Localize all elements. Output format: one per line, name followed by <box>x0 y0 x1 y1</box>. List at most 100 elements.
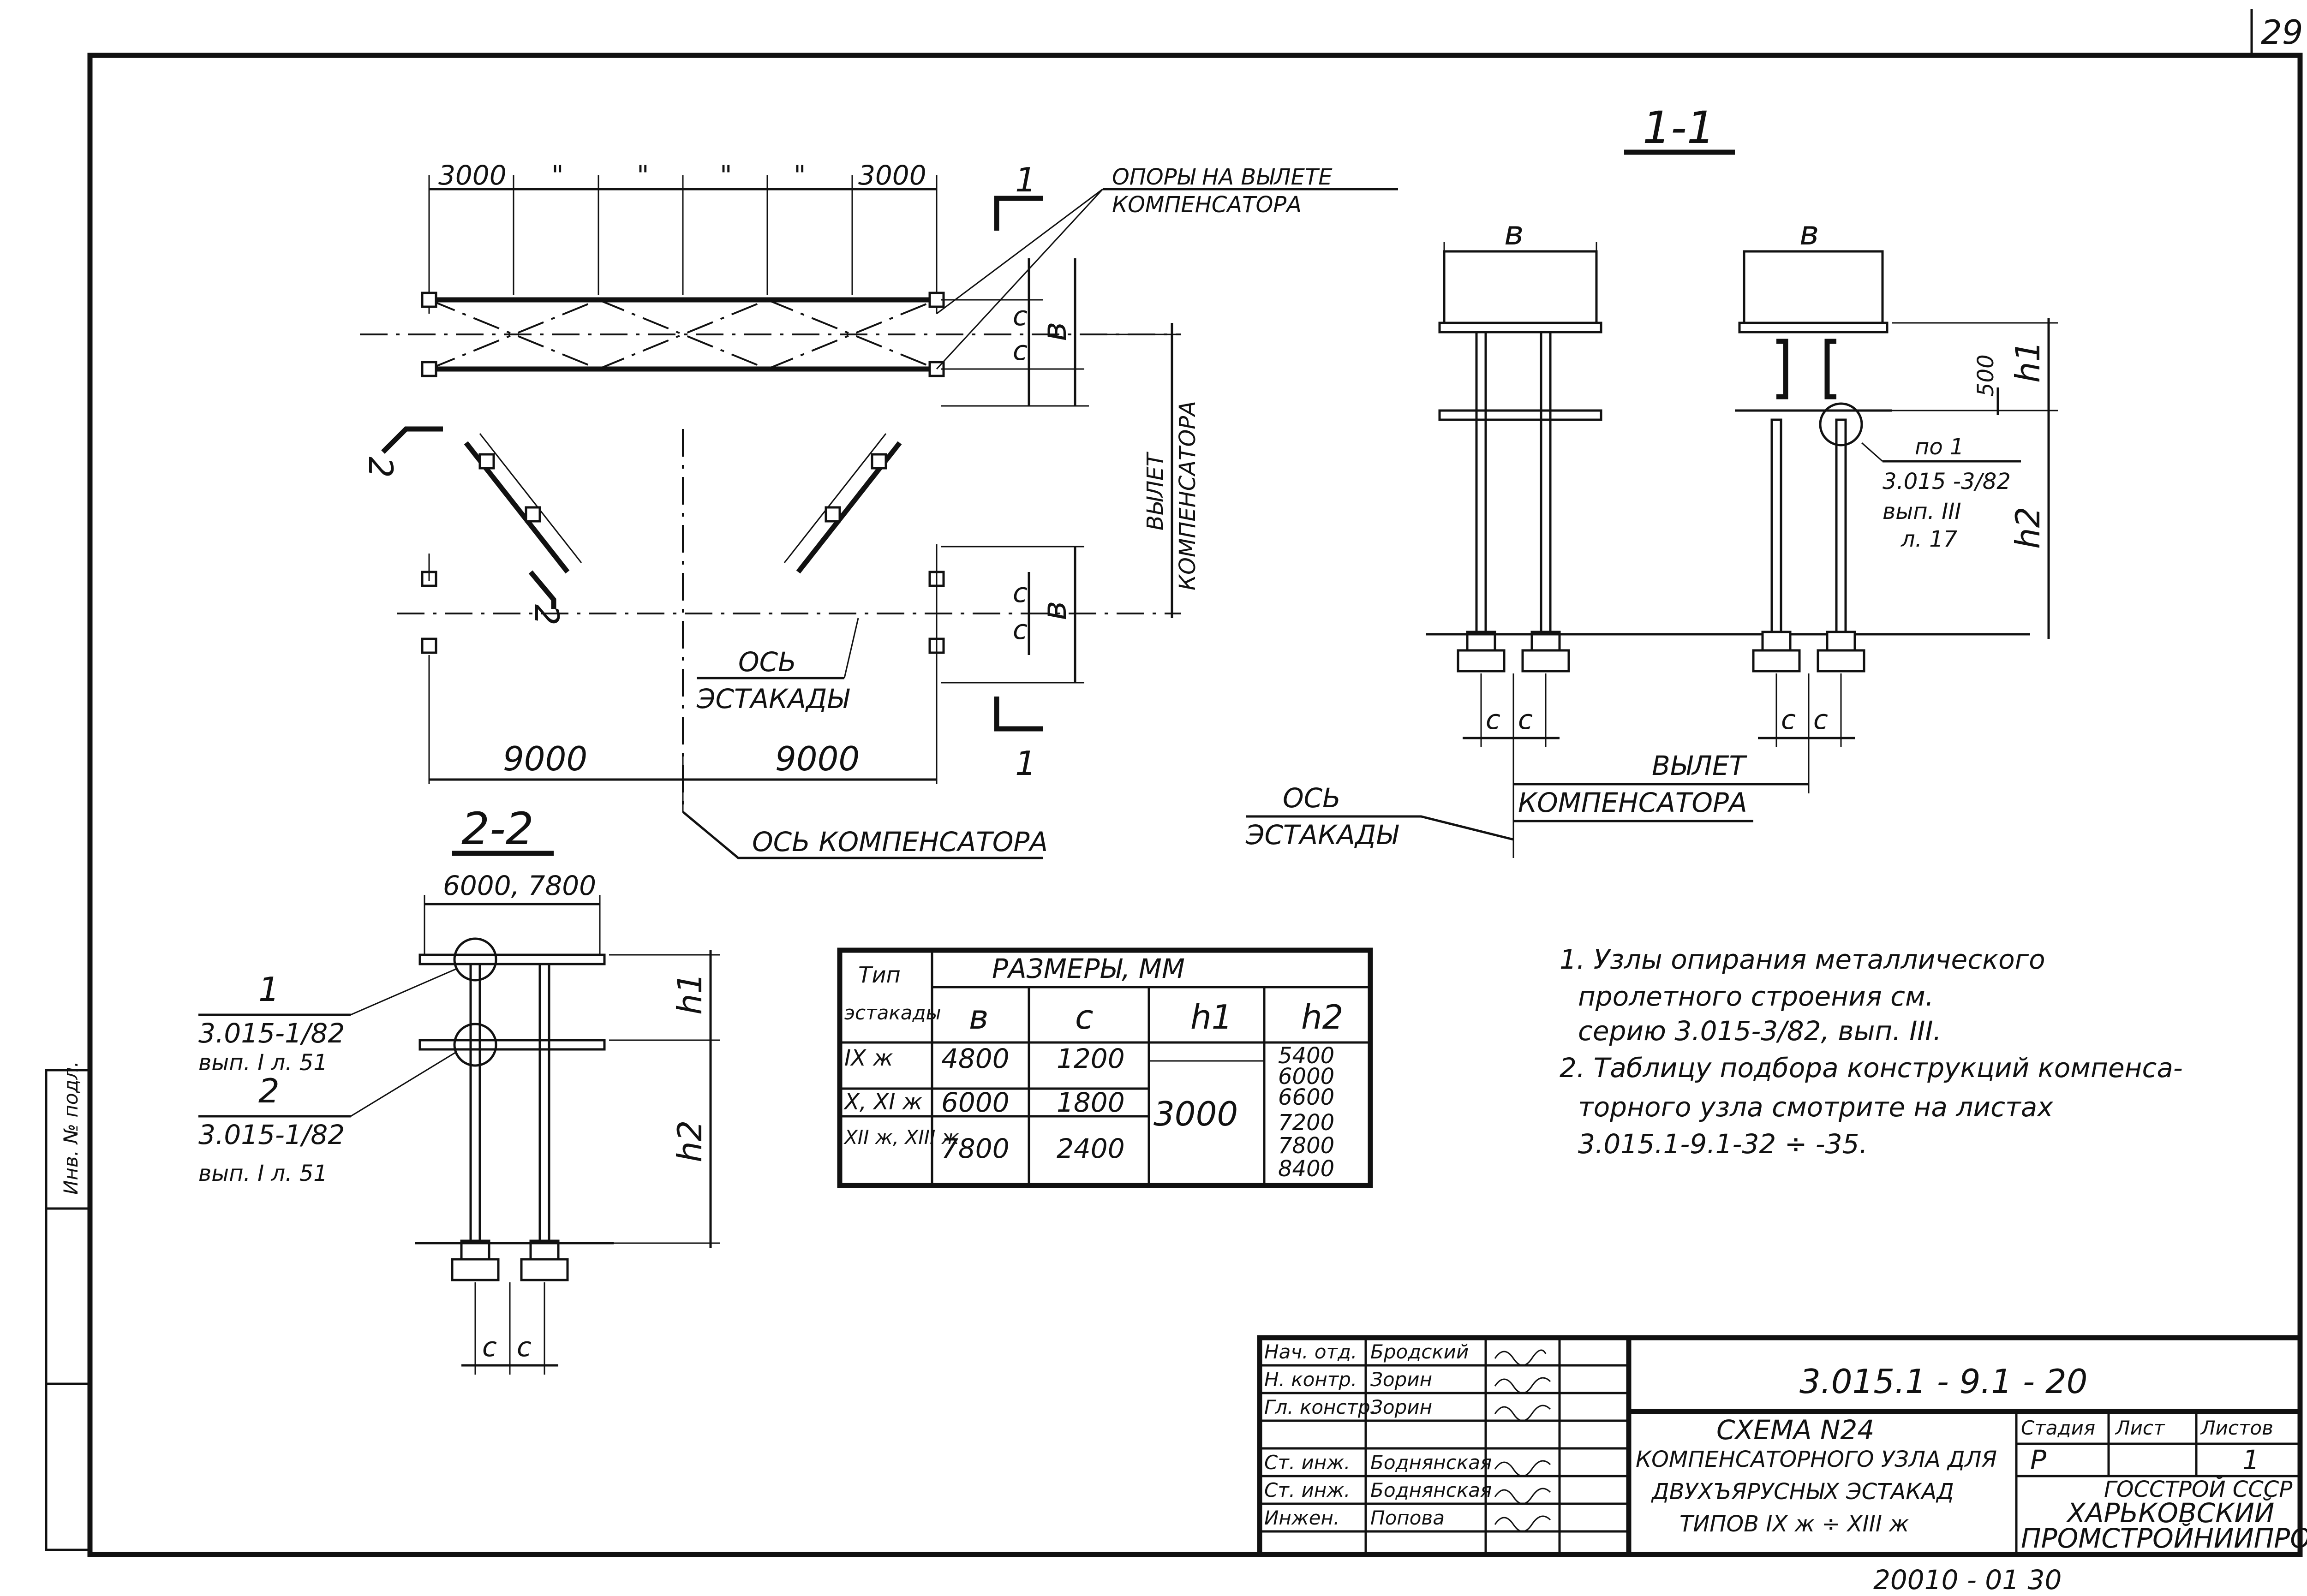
ref-1: по 1 <box>1915 434 1964 460</box>
note-2-line-1: 2. Таблицу подбора конструкций компенса- <box>1560 1052 2183 1084</box>
row2-c: 2400 <box>1057 1133 1125 1164</box>
node-circle <box>1819 402 1863 447</box>
dim-500: 500 <box>1973 354 1999 397</box>
org-3: ПРОМСТРОЙНИИПРОЕКТ <box>2021 1522 2307 1554</box>
h2-value: 5400 <box>1278 1043 1334 1069</box>
cut2-bottom-label: 2 <box>527 604 566 625</box>
vylet-bottom-1: ВЫЛЕТ <box>1652 750 1748 781</box>
cut2-top-mark <box>381 426 443 454</box>
name-0: Бродский <box>1370 1340 1469 1363</box>
ref2-num: 2 <box>258 1072 280 1110</box>
role-6: Инжен. <box>1264 1507 1339 1529</box>
h1-value: 3000 <box>1154 1095 1238 1133</box>
dim-top-5: 3000 <box>858 160 926 191</box>
bottom-stamp: 20010 - 01 30 <box>1873 1564 2062 1596</box>
vylet-label-1: ВЫЛЕТ <box>1142 451 1168 530</box>
plan-view: 3000 " " " " 3000 c c в <box>360 160 1398 859</box>
title-block: Нач. отд. Н. контр. Гл. констр. Ст. инж.… <box>1257 1335 2307 1557</box>
signatures <box>1494 1349 1551 1532</box>
dim-c2: c <box>1013 335 1028 366</box>
dim-h2: h2 <box>2008 507 2047 549</box>
name-6: Попова <box>1370 1507 1445 1529</box>
note-1-line-1: 1. Узлы опирания металлического <box>1560 944 2045 975</box>
note-1-line-2: пролетного строения см. <box>1578 981 1934 1012</box>
stage-label: Стадия <box>2021 1417 2095 1439</box>
name-4: Боднянская <box>1370 1451 1492 1474</box>
header-c: с <box>1075 998 1094 1036</box>
role-5: Ст. инж. <box>1264 1479 1350 1501</box>
note-2-line-2: торного узла смотрите на листах <box>1578 1091 2053 1123</box>
axis-estakady-2: ЭСТАКАДЫ <box>696 683 850 715</box>
row1-type: X, XI ж <box>843 1089 922 1115</box>
h2-value: 7800 <box>1278 1133 1334 1159</box>
dim-c-d: c <box>1813 704 1828 735</box>
col-type-1: Тип <box>858 962 901 988</box>
ref1-num: 1 <box>258 970 280 1009</box>
drawing-title-2: КОМПЕНСАТОРНОГО УЗЛА ДЛЯ <box>1636 1447 1997 1472</box>
dim-c-b: c <box>1518 704 1533 735</box>
dim-bottom-1: 9000 <box>775 739 860 778</box>
cut1-bottom-label: 1 <box>1015 744 1036 783</box>
name-5: Боднянская <box>1370 1479 1492 1501</box>
section11-title: 1-1 <box>1643 102 1715 154</box>
dim-c1: c <box>1013 300 1028 332</box>
axis-11-2: ЭСТАКАДЫ <box>1245 819 1399 851</box>
cut1-top-label: 1 <box>1015 161 1036 199</box>
h2-value: 7200 <box>1278 1110 1334 1136</box>
role-4: Ст. инж. <box>1264 1451 1350 1474</box>
dim-bottom-0: 9000 <box>503 739 587 778</box>
row0-type: IX ж <box>844 1045 893 1071</box>
dim-top-3: " <box>720 160 732 191</box>
axis-11-1: ОСЬ <box>1283 782 1341 814</box>
sheet-label: Лист <box>2115 1417 2165 1439</box>
col-type-2: эстакады <box>844 1001 941 1024</box>
row2-b: 7800 <box>941 1133 1010 1164</box>
row1-b: 6000 <box>941 1087 1010 1118</box>
section-2-2: 2-2 6000, 7800 h1 h2 c c <box>198 803 720 1375</box>
dim-c4: c <box>1013 614 1028 645</box>
axis-komp-label: ОСЬ КОМПЕНСАТОРА <box>752 826 1048 858</box>
dim-b: в <box>1035 322 1074 341</box>
dim-b-left: в <box>1504 214 1524 252</box>
header-h1: h1 <box>1190 998 1232 1036</box>
section22-width: 6000, 7800 <box>443 870 596 901</box>
dim-c-a: c <box>1486 704 1500 735</box>
page-number: 29 <box>2261 13 2303 52</box>
stage-value: Р <box>2030 1444 2046 1476</box>
sheets-value: 1 <box>2242 1444 2259 1476</box>
dim-top-1: " <box>551 160 564 191</box>
cut2-top-label: 2 <box>361 457 400 478</box>
sheets-label: Листов <box>2200 1417 2273 1439</box>
drawing-title-1: СХЕМА N24 <box>1716 1414 1874 1446</box>
ref2-series: 3.015-1/82 <box>198 1119 345 1150</box>
role-1: Н. контр. <box>1264 1368 1357 1391</box>
vylet-label-2: КОМПЕНСАТОРА <box>1175 401 1201 590</box>
drawing-title-4: ТИПОВ IX ж ÷ XIII ж <box>1679 1511 1909 1537</box>
ref1-sheet: вып. I л. 51 <box>198 1050 328 1076</box>
dim-c-c: c <box>1781 704 1796 735</box>
dim-b2: в <box>1035 601 1074 620</box>
org-1: ГОССТРОЙ СССР <box>2104 1476 2292 1502</box>
name-1: Зорин <box>1370 1368 1432 1391</box>
ref-2: 3.015 -3/82 <box>1883 469 2011 494</box>
section22-c-a: c <box>482 1331 497 1363</box>
h2-value: 6000 <box>1278 1064 1334 1090</box>
row1-c: 1800 <box>1057 1087 1125 1118</box>
section22-h1: h1 <box>670 973 709 1015</box>
supports-label-1: ОПОРЫ НА ВЫЛЕТЕ <box>1112 164 1333 190</box>
ref-4: л. 17 <box>1901 526 1958 552</box>
dim-b-right: в <box>1799 214 1819 252</box>
cut2-bottom-mark <box>528 570 556 609</box>
row0-c: 1200 <box>1057 1043 1125 1074</box>
doc-number: 3.015.1 - 9.1 - 20 <box>1799 1362 2087 1401</box>
name-2: Зорин <box>1370 1396 1432 1418</box>
sheet-frame: 29 20010 - 01 30 Инв. № подл. <box>45 9 2303 1596</box>
section22-title: 2-2 <box>461 803 534 855</box>
h2-value: 8400 <box>1278 1156 1334 1182</box>
role-2: Гл. констр. <box>1264 1396 1376 1418</box>
dim-top-4: " <box>794 160 806 191</box>
dim-h1: h1 <box>2008 341 2047 383</box>
org-2: ХАРЬКОВСКИЙ <box>2066 1497 2274 1529</box>
cut1-top-mark <box>994 196 1043 231</box>
vylet-bottom-2: КОМПЕНСАТОРА <box>1518 787 1747 818</box>
